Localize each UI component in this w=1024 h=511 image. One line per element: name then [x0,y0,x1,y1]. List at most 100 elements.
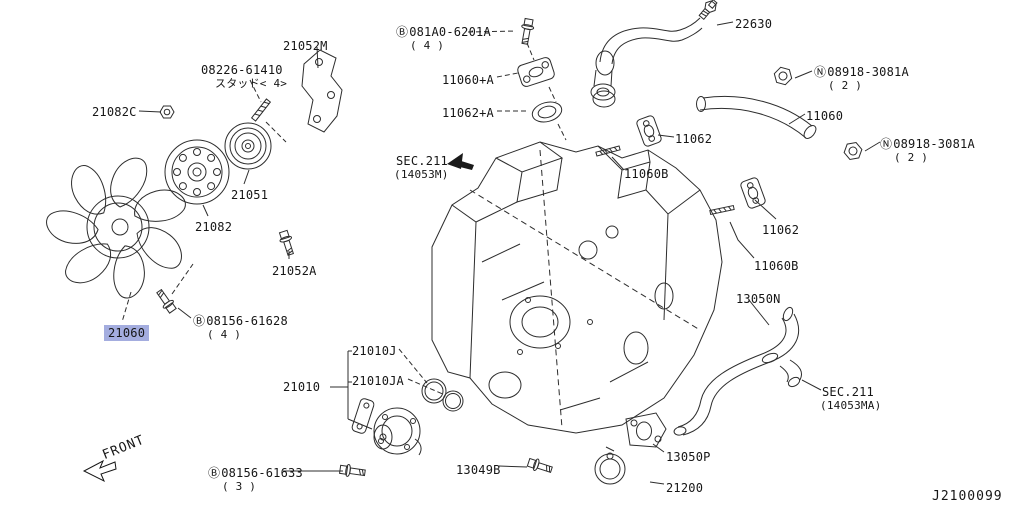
part-label-11062-upper[interactable]: 11062 [675,132,713,147]
temperature-sensor-icon-22630 [698,0,718,20]
part-label-sub: (14053M) [394,167,449,181]
part-label-line: SEC.211 [822,385,874,399]
part-number-text: 08156-61633 [221,466,303,480]
front-arrow-icon [82,459,117,483]
part-label-line: 21010J [352,344,397,358]
part-label-08918-3081A-upper[interactable]: Ⓝ08918-3081A( 2 ) [814,65,909,92]
bolt-icon-081A0-6201A [521,17,535,45]
part-label-sub: ( 3 ) [222,479,257,493]
part-number-text: 22630 [735,17,773,31]
part-label-11062-mid[interactable]: 11062 [762,223,799,238]
part-number-text: 21010 [283,380,321,394]
part-label-13049B[interactable]: 13049B [456,463,501,478]
part-label-line: Ⓝ08918-3081A [814,65,909,79]
part-label-21082C[interactable]: 21082C [92,105,137,120]
part-number-text: 11060+A [442,73,494,87]
flange-icon-11062-upper [636,115,662,147]
part-label-21060[interactable]: 21060 [104,325,150,341]
part-label-line: Ⓑ08156-61633 [208,466,303,480]
part-number-text: 21051 [231,188,269,202]
part-label-21010[interactable]: 21010 [283,380,320,395]
engine-block-illustration [431,141,723,434]
part-label-line: Ⓑ081A0-6201A [396,25,491,39]
fan-blade-icon [46,157,186,299]
stud-icon-11060B-lower [709,204,735,216]
part-number-text: 08918-3081A [827,65,909,79]
o-ring-icon-21010J [421,378,447,404]
part-label-line: 21060 [104,325,150,341]
leader-lines-solid [138,21,881,485]
part-number-text: 21082C [92,105,137,119]
part-label-line: 11060B [754,259,799,273]
part-label-line: 21010 [283,380,320,394]
part-label-22630[interactable]: 22630 [735,17,772,32]
circled-marker-icon: Ⓑ [396,25,409,39]
part-label-sub: ( 2 ) [828,78,863,92]
part-label-21051[interactable]: 21051 [231,188,268,203]
water-pump-icon-21010 [373,407,422,456]
part-label-21052M[interactable]: 21052M [283,39,328,54]
nut-icon-08918-3081A-upper [773,66,793,86]
stud-bolt-icon [250,98,272,122]
part-label-08156-61628[interactable]: Ⓑ08156-61628( 4 ) [193,314,288,341]
part-number-text: SEC.211 [822,385,874,399]
water-pipe-icon-11060 [696,95,817,139]
gasket-icon-11062A [531,101,563,123]
part-label-sub: スタッド< 4> [215,76,288,90]
part-label-line: 08226-61410 [201,63,283,77]
part-label-line: Ⓑ08156-61628 [193,314,288,328]
gasket-icon-11060A [517,57,555,87]
stud-icon-11060B-upper [595,145,621,157]
part-label-21082[interactable]: 21082 [195,220,232,235]
thermostat-icon-21200 [594,446,626,485]
water-hose-icon-13050N [673,306,803,436]
part-label-line: 21010JA [352,374,404,388]
part-label-11062A[interactable]: 11062+A [442,106,494,121]
part-number-text: 21010J [352,344,397,358]
part-label-sub: (14053MA) [820,398,882,412]
part-label-21010JA[interactable]: 21010JA [352,374,404,389]
part-number-text: 21010JA [352,374,404,388]
part-label-13050N[interactable]: 13050N [736,292,781,307]
drawing-code: J2100099 [932,489,1003,504]
part-label-11060A[interactable]: 11060+A [442,73,494,88]
part-label-081A0-6201A[interactable]: Ⓑ081A0-6201A( 4 ) [396,25,491,52]
part-label-11060B-upper[interactable]: 11060B [624,167,669,182]
part-label-08156-61633[interactable]: Ⓑ08156-61633( 3 ) [208,466,303,493]
pump-bracket-icon [301,49,343,133]
part-label-line: 21052M [283,39,328,53]
pump-gasket-icon [351,398,375,434]
part-number-text: 21082 [195,220,233,234]
part-label-line: 22630 [735,17,772,31]
part-label-11060B-lower[interactable]: 11060B [754,259,799,274]
sec-ref-14053MA[interactable]: SEC.211(14053MA) [820,385,882,412]
part-label-08918-3081A-right[interactable]: Ⓝ08918-3081A( 2 ) [880,137,975,164]
part-label-21052A[interactable]: 21052A [272,264,317,279]
part-label-line: 11062 [762,223,799,237]
part-number-text: 13050P [666,450,711,464]
part-number-text: 21052A [272,264,317,278]
part-number-text: 11060B [754,259,799,273]
part-number-text: 11062 [675,132,713,146]
part-label-line: 11060+A [442,73,494,87]
part-label-21200[interactable]: 21200 [666,481,703,496]
part-label-line: 21082 [195,220,232,234]
part-label-line: 21051 [231,188,268,202]
part-label-line: 13049B [456,463,501,477]
o-ring-icon-21010JA [442,390,464,412]
part-label-line: 11060 [806,109,843,123]
part-label-11060[interactable]: 11060 [806,109,843,124]
part-label-21010J[interactable]: 21010J [352,344,397,359]
part-number-text: 11062 [762,223,800,237]
part-number-text: 21052M [283,39,328,53]
part-label-line: 11060B [624,167,669,181]
part-label-13050P[interactable]: 13050P [666,450,711,465]
part-number-text: 08918-3081A [893,137,975,151]
water-outlet-pipe-icon [590,17,703,108]
part-label-line: 11062+A [442,106,494,120]
sec-ref-14053M[interactable]: SEC.211(14053M) [394,154,449,181]
